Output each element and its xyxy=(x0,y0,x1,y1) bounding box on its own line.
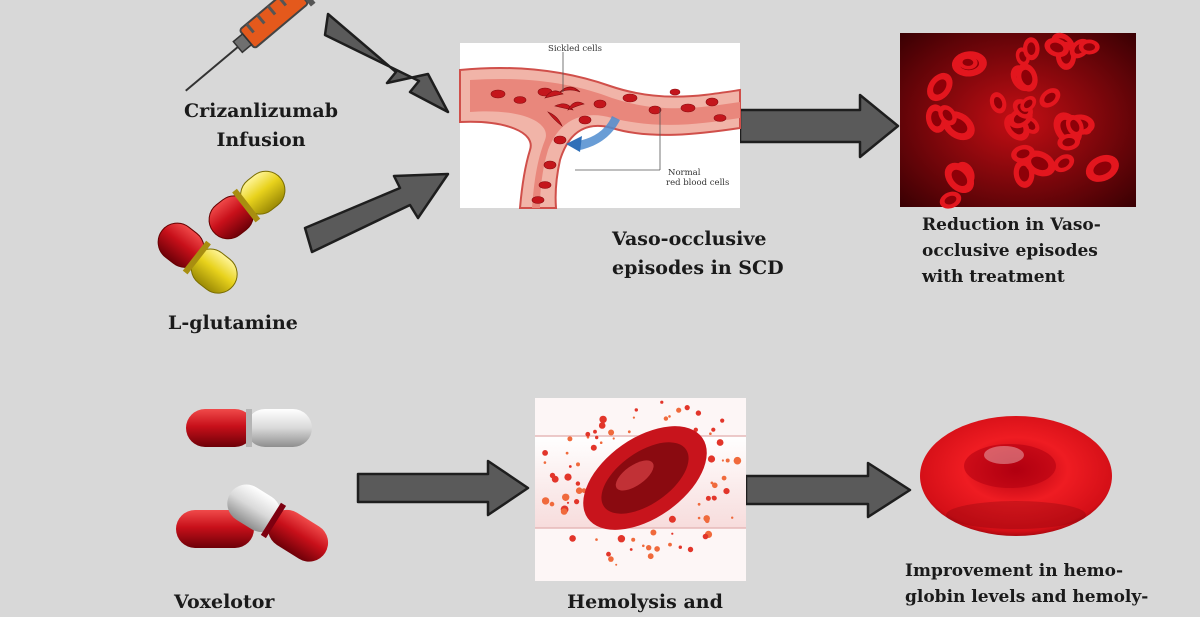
label-reduction-line3: with treatment xyxy=(922,267,1065,287)
inset-label-normal-1: Normal xyxy=(668,168,701,178)
rbc-cluster-image xyxy=(900,32,1136,209)
arrow-vessel-to-outcome xyxy=(738,93,900,159)
sickled-cell-cluster xyxy=(544,86,585,127)
label-voxelotor-partial-line1: Voxelotor xyxy=(174,591,275,613)
label-vaso-occlusive: Vaso-occlusive episodes in SCD xyxy=(612,225,812,283)
label-l-glutamine-line1: L-glutamine xyxy=(168,312,298,334)
hemolysis-image xyxy=(535,398,746,581)
arrow-hemolysis-to-rbc xyxy=(744,461,912,519)
vessel-illustration: Sickled cells Normal red blood cells xyxy=(459,43,741,209)
label-improvement: Improvement in hemo- globin levels and h… xyxy=(905,558,1195,610)
label-vaso-occlusive-line1: Vaso-occlusive xyxy=(612,228,767,250)
label-voxelotor-partial: Voxelotor xyxy=(174,588,314,617)
label-reduction: Reduction in Vaso- occlusive episodes wi… xyxy=(922,212,1162,290)
label-crizanlizumab: Crizanlizumab Infusion xyxy=(176,97,346,155)
label-hemolysis-partial: Hemolysis and xyxy=(545,588,745,617)
label-vaso-occlusive-line2: episodes in SCD xyxy=(612,257,784,279)
single-rbc-image xyxy=(920,416,1112,536)
syringe-icon xyxy=(185,0,316,92)
label-hemolysis-partial-line1: Hemolysis and xyxy=(567,591,723,613)
inset-label-normal-2: red blood cells xyxy=(666,178,729,188)
label-l-glutamine: L-glutamine xyxy=(168,309,298,338)
label-improvement-line2: globin levels and hemoly- xyxy=(905,587,1149,607)
label-crizanlizumab-line1: Crizanlizumab xyxy=(183,100,338,122)
capsule-red-white-icon xyxy=(176,510,254,548)
capsule-red-white-icon xyxy=(186,409,312,447)
label-crizanlizumab-line2: Infusion xyxy=(216,129,306,151)
capsule-red-yellow-icon xyxy=(157,222,238,294)
arrow-pill-to-vessel xyxy=(303,172,450,254)
capsule-red-yellow-icon xyxy=(208,170,286,240)
label-improvement-line1: Improvement in hemo- xyxy=(905,561,1124,581)
inset-label-sickled: Sickled cells xyxy=(548,44,602,54)
label-reduction-line2: occlusive episodes xyxy=(922,241,1098,261)
arrow-capsules-to-hemolysis xyxy=(356,459,530,517)
arrow-syringe-to-vessel xyxy=(323,12,450,114)
label-reduction-line1: Reduction in Vaso- xyxy=(922,215,1101,235)
diagram-canvas: Sickled cells Normal red blood cells xyxy=(157,0,1136,581)
capsule-red-white-icon xyxy=(227,484,329,562)
